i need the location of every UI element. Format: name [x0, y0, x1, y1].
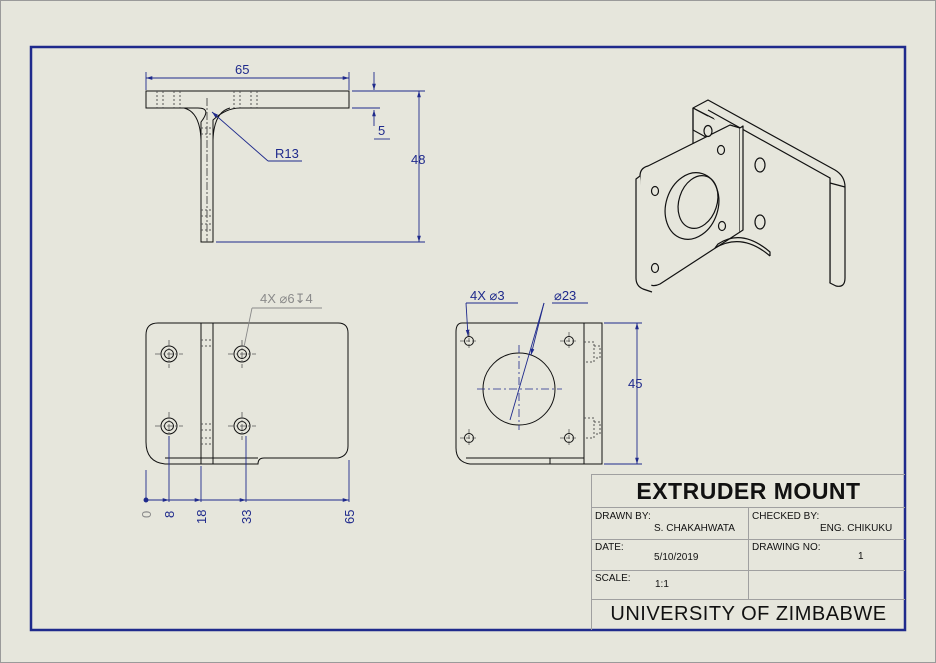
drawing-number-value: 1	[858, 551, 864, 562]
drawing-title: EXTRUDER MOUNT	[592, 475, 905, 508]
counterbore-holes	[160, 345, 251, 435]
scale-value: 1:1	[655, 579, 669, 590]
through-hole-callout: 4X ⌀3	[470, 288, 505, 303]
ordinate-0: 0	[139, 511, 154, 518]
bore-diameter-callout: ⌀23	[554, 288, 576, 303]
front-height-dimension: 48	[411, 152, 425, 167]
side-view	[455, 322, 603, 465]
institution-name: UNIVERSITY OF ZIMBABWE	[610, 603, 887, 625]
counterbore-hole-callout: 4X ⌀6↧4	[260, 291, 313, 306]
front-width-dimension: 65	[235, 62, 249, 77]
drawing-number-label: DRAWING NO:	[752, 542, 821, 553]
top-view	[145, 322, 349, 465]
ordinate-18: 18	[194, 510, 209, 524]
side-view-dimensions	[465, 302, 642, 465]
top-view-dimensions	[143, 307, 350, 503]
scale-label: SCALE:	[595, 573, 631, 584]
ordinate-8: 8	[162, 511, 177, 518]
title-block: EXTRUDER MOUNT DRAWN BY: S. CHAKAHWATA C…	[591, 474, 905, 630]
drawn-by-value: S. CHAKAHWATA	[654, 523, 735, 534]
date-value: 5/10/2019	[654, 552, 699, 563]
front-view-dimensions	[145, 72, 425, 243]
checked-by-label: CHECKED BY:	[752, 511, 820, 522]
date-label: DATE:	[595, 542, 624, 553]
drawing-frame	[29, 45, 907, 632]
checked-by-value: ENG. CHIKUKU	[820, 523, 893, 534]
front-thickness-dimension: 5	[378, 123, 385, 138]
ordinate-65: 65	[342, 510, 357, 524]
drawn-by-label: DRAWN BY:	[595, 511, 651, 522]
front-radius-dimension: R13	[275, 146, 299, 161]
side-height-dimension: 45	[628, 376, 642, 391]
isometric-view	[635, 99, 846, 293]
ordinate-33: 33	[239, 510, 254, 524]
front-view	[145, 90, 350, 243]
